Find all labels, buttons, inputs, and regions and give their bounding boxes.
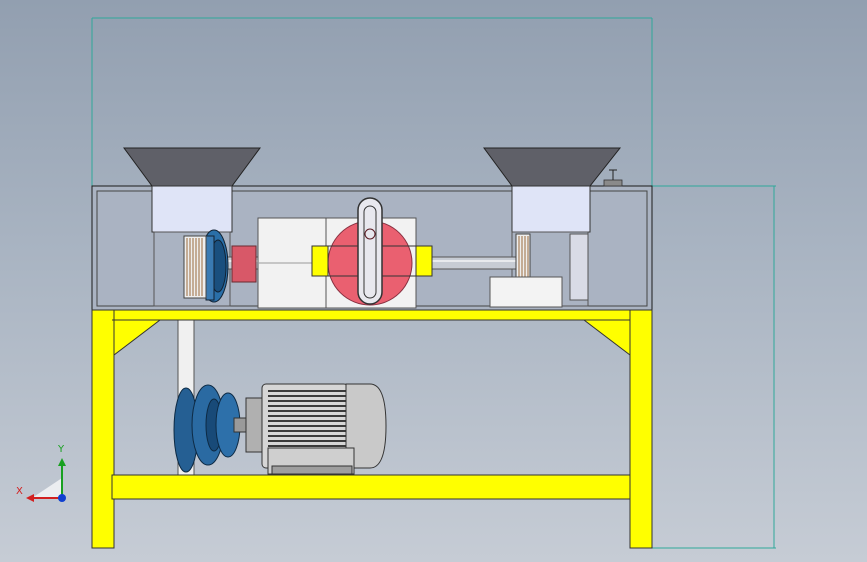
motor-fin bbox=[268, 445, 346, 447]
motor-fin bbox=[268, 410, 346, 412]
left-brush-bristles bbox=[186, 238, 203, 296]
right-hopper[interactable] bbox=[483, 147, 622, 307]
motor-fin bbox=[268, 425, 346, 427]
slot-link[interactable] bbox=[357, 197, 383, 305]
motor-fin bbox=[268, 440, 346, 442]
motor-pulley[interactable] bbox=[173, 384, 247, 473]
electric-motor[interactable] bbox=[245, 383, 387, 475]
left-pulley-assembly[interactable] bbox=[199, 229, 257, 303]
motor-fin bbox=[268, 415, 346, 417]
right-base-block[interactable] bbox=[489, 276, 563, 308]
dimension-lines bbox=[91, 17, 776, 549]
motor-fin bbox=[268, 420, 346, 422]
part-marker-icon[interactable] bbox=[603, 169, 623, 187]
motor-cooling-fins bbox=[268, 390, 346, 447]
coordinate-triad-icon bbox=[26, 458, 66, 502]
left-hopper[interactable] bbox=[123, 147, 261, 307]
motor-fin bbox=[268, 400, 346, 402]
motor-fin bbox=[268, 430, 346, 432]
motor-fin bbox=[268, 395, 346, 397]
y-axis-label: Y bbox=[58, 444, 65, 455]
x-axis-label: X bbox=[16, 486, 23, 497]
support-frame[interactable] bbox=[91, 309, 653, 549]
motor-fin bbox=[268, 390, 346, 392]
motor-fin bbox=[268, 405, 346, 407]
left-brush-roller[interactable] bbox=[183, 235, 207, 299]
motor-fin bbox=[268, 435, 346, 437]
